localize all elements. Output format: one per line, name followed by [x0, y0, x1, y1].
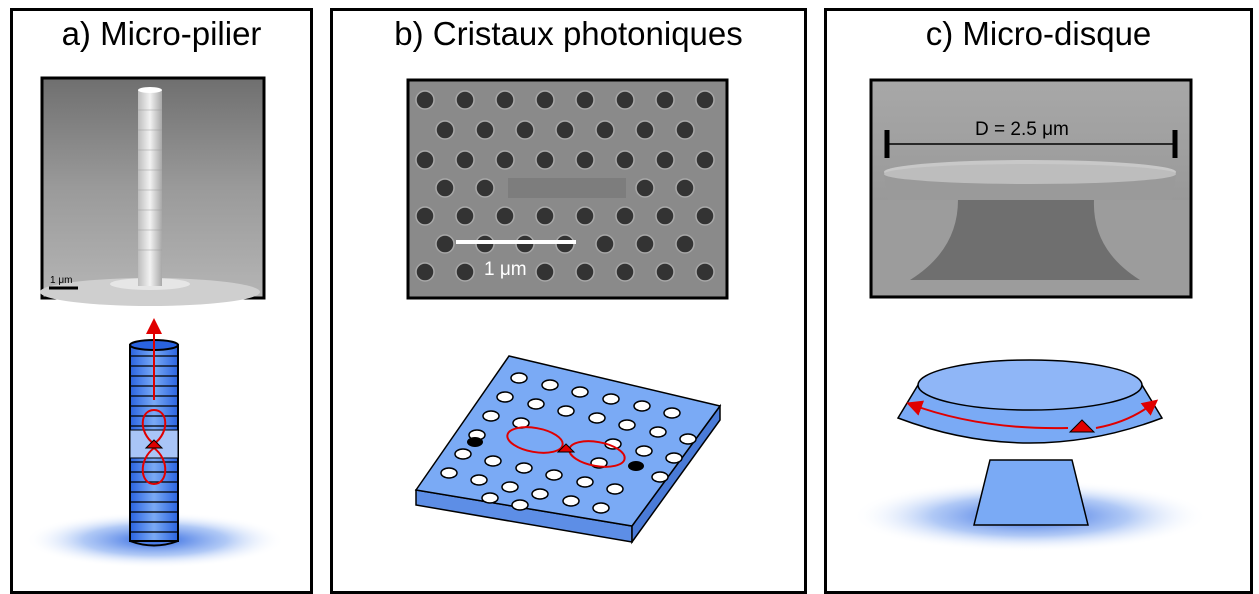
sem-image-photonic-crystal	[406, 78, 729, 300]
diameter-label: D = 2.5 μm	[975, 119, 1069, 140]
microdisk-schematic	[896, 359, 1164, 526]
photonic-crystal-dark-holes	[467, 437, 644, 471]
panel-title: c) Micro-disque	[925, 15, 1152, 52]
panel-title: a) Micro-pilier	[61, 15, 262, 52]
whispering-mode-arrow-right	[1095, 399, 1159, 429]
emitter-triangle	[1068, 419, 1096, 433]
photonic-crystal-slab	[414, 355, 722, 545]
photonic-crystal-holes	[440, 372, 697, 514]
whispering-mode-arrow-left	[906, 400, 1069, 430]
emitter-triangle	[144, 439, 164, 449]
diameter-marker	[884, 130, 1178, 158]
optical-mode-arrows	[141, 318, 167, 486]
sem-image-microdisk	[869, 78, 1193, 299]
scale-bar-label: 1 μm	[50, 275, 72, 286]
sem-image-micropillar	[40, 76, 266, 306]
panel-title: b) Cristaux photoniques	[394, 15, 743, 52]
scale-bar-label: 1 μm	[484, 259, 527, 280]
emitter-triangle	[556, 443, 576, 453]
